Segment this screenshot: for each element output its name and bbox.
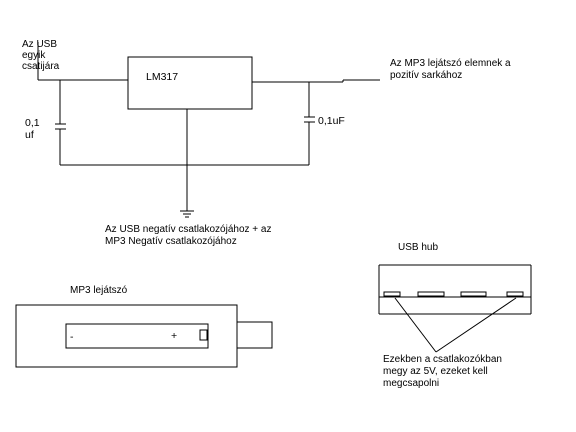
mp3-player-title: MP3 lejátszó [70,285,128,296]
hub-contact-4 [506,291,524,297]
output-label: Az MP3 lejátszó elemnek a pozitív sarkáh… [390,58,511,81]
usb-hub-drawing [378,264,532,353]
regulator-label: LM317 [146,71,179,83]
regulator-schematic [37,42,380,218]
battery-minus-sign: - [70,331,74,343]
usb-hub-title: USB hub [398,242,439,253]
mp3-battery [65,323,209,349]
pointer-line-2 [435,297,517,353]
mp3-battery-terminal [199,329,208,341]
usb-input-label: Az USB egyik csatijára [22,39,60,72]
hub-contact-1 [383,291,401,297]
mp3-body [15,304,238,368]
usb-hub-note: Ezekben a csatlakozókban megy az 5V, eze… [383,354,502,389]
left-cap-label: 0,1 uf [25,117,40,141]
pointer-line-1 [394,297,437,353]
battery-plus-sign: + [171,330,178,342]
mp3-player-drawing [15,304,273,368]
hub-contact-2 [417,291,445,297]
right-cap-label: 0,1uF [318,115,345,127]
lm317-box [127,56,253,110]
mp3-usb-plug [236,321,273,349]
ground-label: Az USB negatív csatlakozójához + az MP3 … [105,224,272,247]
hub-contact-3 [460,291,487,297]
